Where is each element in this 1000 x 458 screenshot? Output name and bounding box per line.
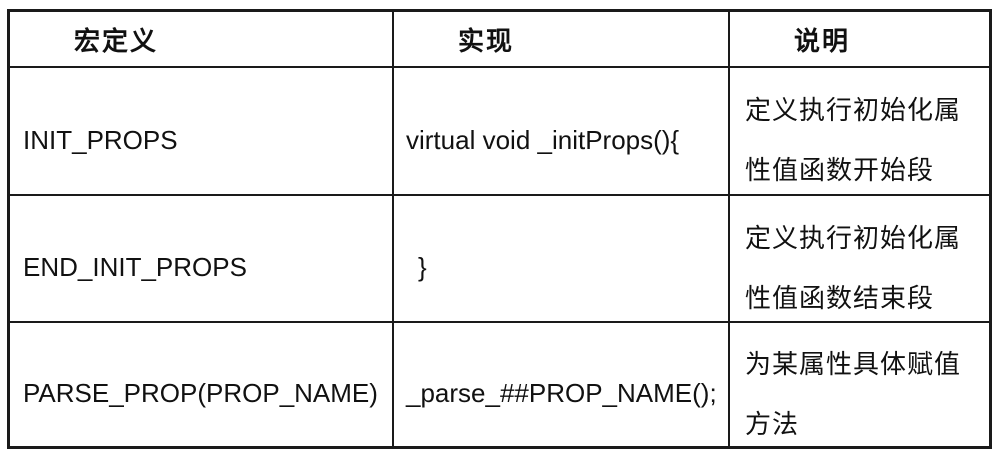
macro-name: PARSE_PROP(PROP_NAME) [23, 378, 378, 408]
description-line: 方法 [745, 408, 800, 439]
description-line: 定义执行初始化属 [745, 222, 962, 253]
macro-definition-table: 宏定义 实现 说明 INIT_PROPS virtual void _initP… [7, 9, 992, 449]
macro-name: END_INIT_PROPS [23, 252, 247, 282]
header-label-macro: 宏定义 [74, 25, 159, 56]
implementation-code: } [418, 252, 427, 282]
macro-name: INIT_PROPS [23, 124, 178, 155]
table-cell-macro-row2: END_INIT_PROPS [10, 196, 394, 323]
table-cell-description-row1: 定义执行初始化属 性值函数开始段 [730, 68, 989, 196]
header-label-description: 说明 [794, 25, 851, 56]
description-text: 定义执行初始化属 性值函数开始段 [745, 80, 962, 194]
table-cell-implementation-row3: _parse_##PROP_NAME(); [394, 323, 730, 446]
table-cell-description-row3: 为某属性具体赋值 方法 [730, 323, 989, 446]
implementation-code: _parse_##PROP_NAME(); [406, 378, 717, 408]
header-cell-implementation: 实现 [394, 12, 730, 68]
description-line: 性值函数结束段 [745, 282, 935, 313]
table-cell-implementation-row1: virtual void _initProps(){ [394, 68, 730, 196]
header-cell-macro: 宏定义 [10, 12, 394, 68]
description-line: 为某属性具体赋值 [745, 348, 962, 379]
description-text: 定义执行初始化属 性值函数结束段 [745, 208, 962, 322]
implementation-code: virtual void _initProps(){ [406, 124, 680, 155]
description-line: 性值函数开始段 [745, 155, 935, 185]
table-cell-implementation-row2: } [394, 196, 730, 323]
table-cell-macro-row1: INIT_PROPS [10, 68, 394, 196]
table-cell-macro-row3: PARSE_PROP(PROP_NAME) [10, 323, 394, 446]
header-cell-description: 说明 [730, 12, 989, 68]
description-text: 为某属性具体赋值 方法 [745, 334, 961, 447]
description-line: 定义执行初始化属 [745, 95, 962, 125]
header-label-implementation: 实现 [458, 25, 515, 56]
table-cell-description-row2: 定义执行初始化属 性值函数结束段 [730, 196, 989, 323]
